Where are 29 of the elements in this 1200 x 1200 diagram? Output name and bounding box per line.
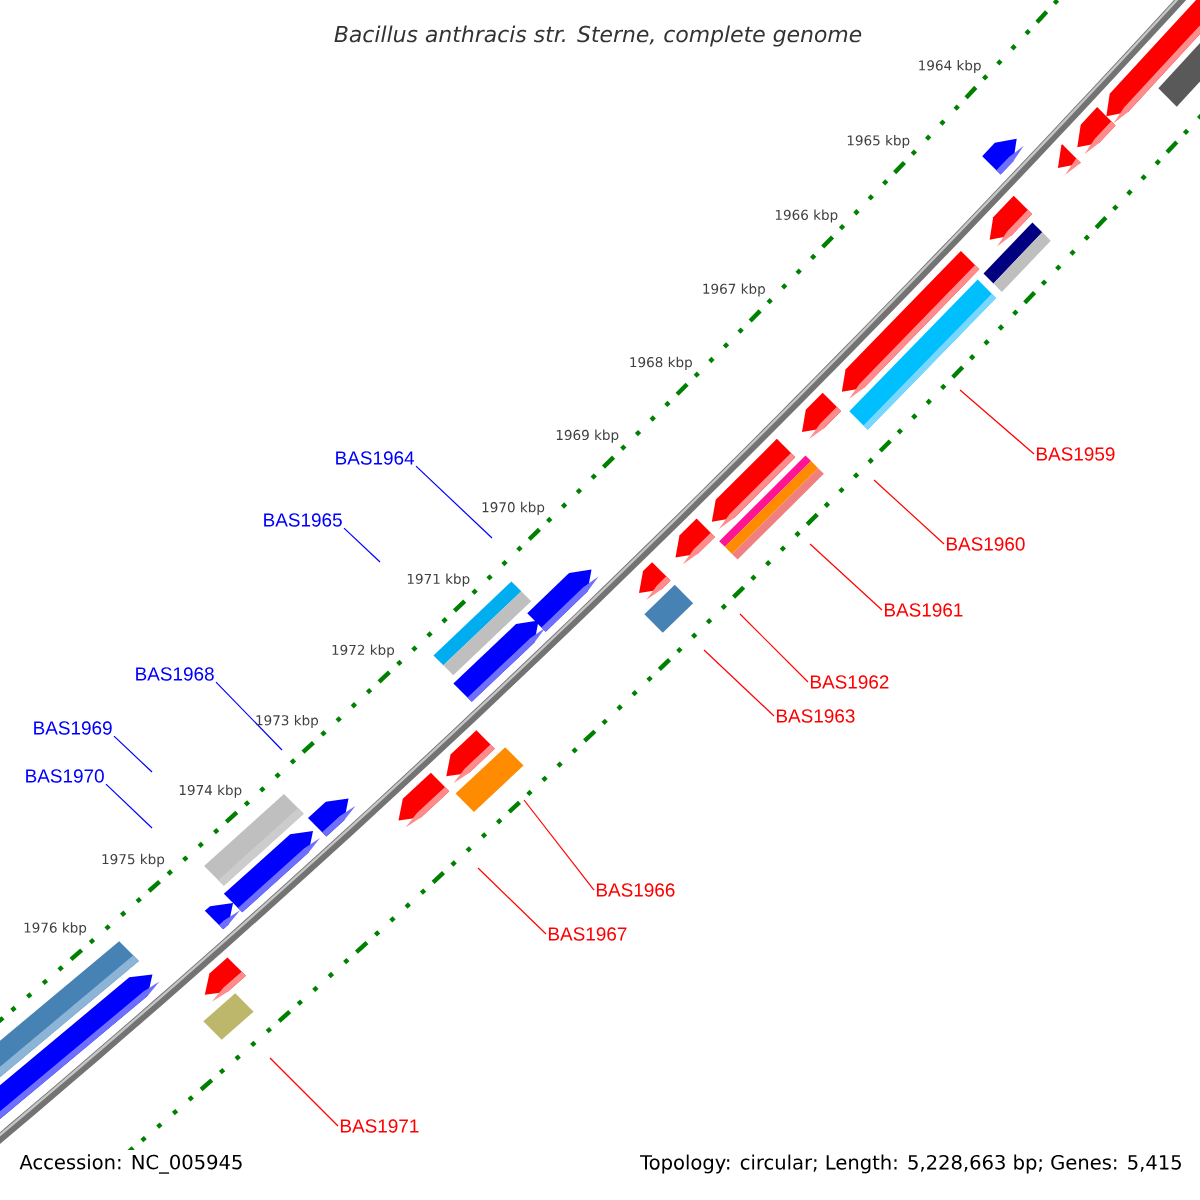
accession-text: Accession: NC_005945	[19, 1154, 242, 1174]
leader-line	[113, 735, 153, 773]
gene-label: BAS1963	[777, 709, 855, 723]
gene-label: BAS1966	[596, 883, 675, 897]
leader-line	[215, 681, 283, 751]
leader-line	[477, 867, 547, 935]
gene-label: BAS1970	[26, 769, 104, 783]
title: Bacillus anthracis str. Sterne, complete genome	[334, 25, 862, 47]
gene-label: BAS1971	[340, 1119, 419, 1133]
gene-label: BAS1969	[34, 721, 112, 735]
leader-line	[873, 479, 945, 545]
summary-text: Topology: circular; Length: 5,228,663 bp; Genes: 5,415	[640, 1154, 1181, 1174]
gene-label: BAS1967	[548, 927, 627, 941]
leader-line	[415, 465, 493, 539]
gene-label: BAS1965	[264, 513, 342, 527]
leader-line	[343, 527, 381, 563]
leader-line	[739, 613, 809, 683]
gene-label: BAS1959	[1037, 447, 1115, 461]
leader-line	[105, 783, 153, 829]
gene-label: BAS1960	[947, 537, 1025, 551]
leader-line	[523, 799, 595, 891]
leader-line	[809, 543, 883, 611]
leader-line	[269, 1057, 339, 1127]
gene-label: BAS1964	[336, 451, 415, 465]
gene-label: BAS1962	[811, 675, 889, 689]
gene-label: BAS1968	[136, 667, 214, 681]
leader-line	[703, 649, 775, 717]
gene-label: BAS1961	[885, 603, 963, 617]
leader-line	[959, 389, 1035, 455]
